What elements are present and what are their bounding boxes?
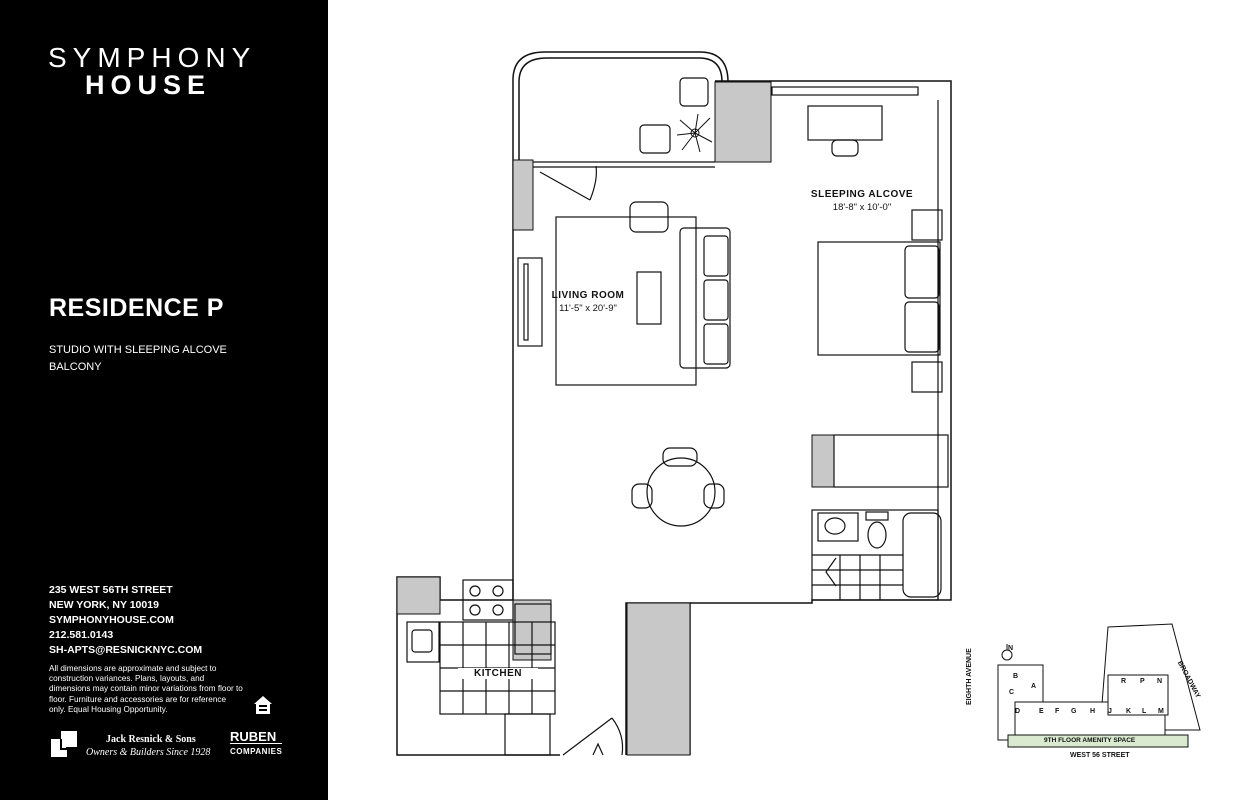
- residence-description: STUDIO WITH SLEEPING ALCOVE BALCONY: [49, 342, 227, 376]
- unit-p: P: [1140, 678, 1145, 685]
- dining-table: [646, 457, 716, 527]
- north-label: N: [1008, 645, 1014, 652]
- refrigerator: [514, 603, 552, 655]
- developer-tagline: Owners & Builders Since 1928: [86, 747, 211, 758]
- residence-feature: BALCONY: [49, 361, 102, 373]
- sofa: [679, 227, 731, 369]
- unit-a: A: [1031, 683, 1037, 690]
- floor-plan-drawing: [396, 51, 952, 756]
- column: [714, 81, 772, 163]
- closet: [833, 434, 949, 488]
- exterior-wall: [396, 160, 560, 756]
- toilet: [867, 521, 887, 549]
- info-panel: SYMPHONY HOUSE RESIDENCE P STUDIO WITH S…: [0, 0, 328, 800]
- nightstand: [911, 361, 943, 393]
- partner-name: RUBEN: [230, 729, 277, 744]
- desk: [807, 105, 883, 141]
- contact-email[interactable]: SH-APTS@RESNICKNYC.COM: [49, 644, 203, 656]
- developer-name: Jack Resnick & Sons: [106, 734, 196, 745]
- equal-housing-icon: [254, 696, 272, 714]
- disclaimer: All dimensions are approximate and subje…: [49, 664, 243, 714]
- unit-e: E: [1039, 708, 1044, 715]
- unit-n: N: [1157, 678, 1163, 685]
- street-label: WEST 56 STREET: [1070, 752, 1130, 759]
- pillow: [904, 245, 940, 299]
- rug: [555, 216, 697, 386]
- unit-m: M: [1158, 708, 1164, 715]
- partner-sub: COMPANIES: [230, 743, 283, 758]
- balcony-chair: [679, 77, 709, 107]
- tv-console: [517, 257, 543, 347]
- pillow: [904, 301, 940, 353]
- amenity-label: 9TH FLOOR AMENITY SPACE: [1044, 737, 1136, 744]
- wall-segment: [811, 434, 835, 488]
- contact-block: 235 WEST 56TH STREET NEW YORK, NY 10019 …: [49, 583, 202, 658]
- sleeping-alcove-label: SLEEPING ALCOVE: [810, 189, 914, 200]
- unit-b: B: [1013, 673, 1019, 680]
- nightstand: [911, 209, 943, 241]
- balcony-chair: [639, 124, 671, 154]
- unit-f: F: [1055, 708, 1060, 715]
- residence-type: STUDIO WITH SLEEPING ALCOVE: [49, 344, 227, 356]
- stove: [462, 579, 514, 621]
- resnick-logo-icon: [51, 731, 77, 757]
- kitchen-sink: [406, 621, 440, 663]
- bed: [817, 241, 941, 356]
- wall-segment: [396, 576, 441, 615]
- unit-k: K: [1126, 708, 1132, 715]
- brand-line1: SYMPHONY: [48, 42, 257, 73]
- sleeping-alcove-dims: 18'-8" x 10'-0": [832, 202, 892, 213]
- toilet-tank: [865, 511, 889, 521]
- plant-icon: [676, 113, 713, 153]
- ruben-logo: RUBEN COMPANIES: [230, 729, 283, 758]
- avenue-label: EIGHTH AVENUE: [966, 648, 973, 705]
- developer-block: Jack Resnick & Sons Owners & Builders Si…: [86, 733, 210, 759]
- floor-plan: SLEEPING ALCOVE 18'-8" x 10'-0" LIVING R…: [330, 0, 1257, 800]
- coffee-table: [636, 271, 662, 325]
- unit-c: C: [1009, 689, 1015, 696]
- contact-address: 235 WEST 56TH STREET: [49, 584, 173, 596]
- living-room-label: LIVING ROOM: [551, 290, 625, 301]
- desk-chair: [831, 139, 859, 157]
- unit-j: J: [1108, 708, 1112, 715]
- brand-line2: HOUSE: [85, 70, 212, 100]
- contact-phone[interactable]: 212.581.0143: [49, 629, 114, 641]
- balcony-rail: [512, 51, 729, 160]
- kitchen-label: KITCHEN: [458, 668, 538, 679]
- unit-l: L: [1142, 708, 1147, 715]
- sink: [817, 512, 859, 542]
- armchair: [629, 201, 669, 233]
- unit-h: H: [1090, 708, 1096, 715]
- unit-d: D: [1015, 708, 1021, 715]
- wall-segment: [626, 602, 691, 756]
- contact-website[interactable]: SYMPHONYHOUSE.COM: [49, 614, 174, 626]
- wall-segment: [512, 159, 534, 231]
- living-room-dims: 11'-5" x 20'-9": [559, 303, 617, 314]
- unit-g: G: [1071, 708, 1077, 715]
- key-plan: [997, 623, 1201, 748]
- contact-city: NEW YORK, NY 10019: [49, 599, 159, 611]
- bathtub: [902, 512, 942, 598]
- unit-r: R: [1121, 678, 1127, 685]
- residence-title: RESIDENCE P: [49, 294, 224, 322]
